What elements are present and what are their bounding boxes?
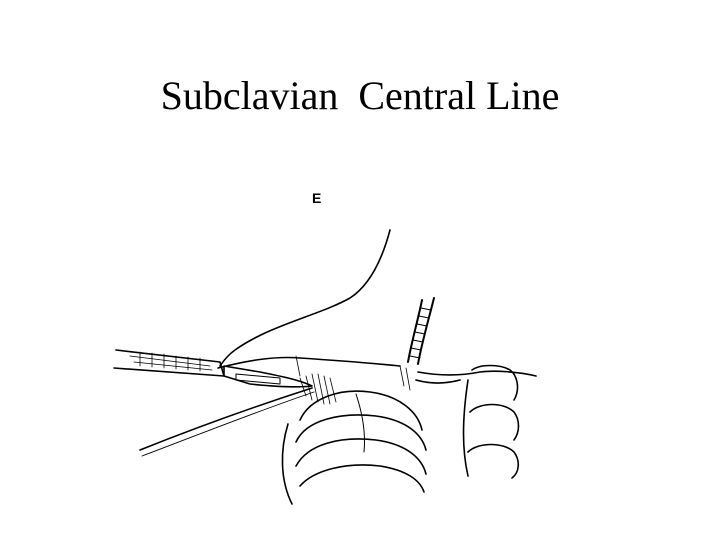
slide-title: Subclavian Central Line xyxy=(160,73,560,118)
panel-letter: E xyxy=(312,190,322,206)
surgical-incision-drawing-icon xyxy=(113,229,537,505)
